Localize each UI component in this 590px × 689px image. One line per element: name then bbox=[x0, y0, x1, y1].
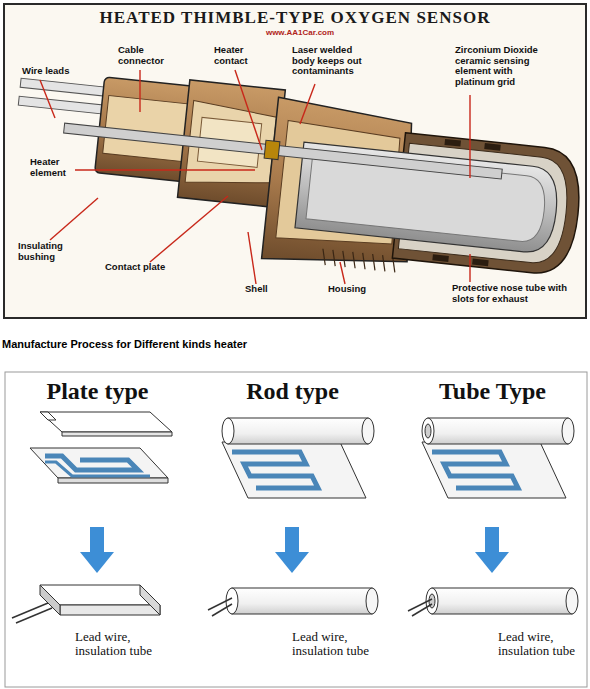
leader-lines bbox=[40, 70, 470, 284]
part-label: Shell bbox=[245, 284, 285, 295]
type-heading: Tube Type bbox=[400, 378, 585, 405]
section-heading: Manufacture Process for Different kinds … bbox=[2, 338, 402, 350]
part-label: Heater element bbox=[30, 157, 75, 178]
part-label: Protective nose tube with slots for exha… bbox=[452, 283, 577, 304]
type-heading: Plate type bbox=[10, 378, 185, 405]
part-label: Cable connector bbox=[118, 45, 173, 66]
frame bbox=[4, 4, 586, 318]
part-label: Lead wire, insulation tube bbox=[75, 630, 170, 659]
part-label: Zirconium Dioxide ceramic sensing elemen… bbox=[455, 45, 547, 88]
sensor-cutaway bbox=[5, 62, 588, 290]
tube-heater bbox=[408, 418, 578, 616]
diagram-title: HEATED THIMBLE-TYPE OXYGEN SENSOR bbox=[0, 8, 590, 28]
part-label: Contact plate bbox=[105, 262, 195, 273]
plate-heater bbox=[12, 412, 172, 623]
rod-heater bbox=[208, 418, 378, 616]
part-label: Wire leads bbox=[22, 66, 102, 77]
type-heading: Rod type bbox=[200, 378, 385, 405]
part-label: Laser welded body keeps out contaminants bbox=[292, 45, 370, 77]
part-label: Lead wire, insulation tube bbox=[292, 630, 387, 659]
part-label: Lead wire, insulation tube bbox=[498, 630, 586, 659]
panel-frame bbox=[5, 372, 587, 687]
part-label: Insulating bushing bbox=[18, 241, 73, 262]
watermark: www.AA1Car.com bbox=[225, 28, 375, 37]
part-label: Heater contact bbox=[214, 45, 264, 66]
part-label: Housing bbox=[328, 284, 388, 295]
